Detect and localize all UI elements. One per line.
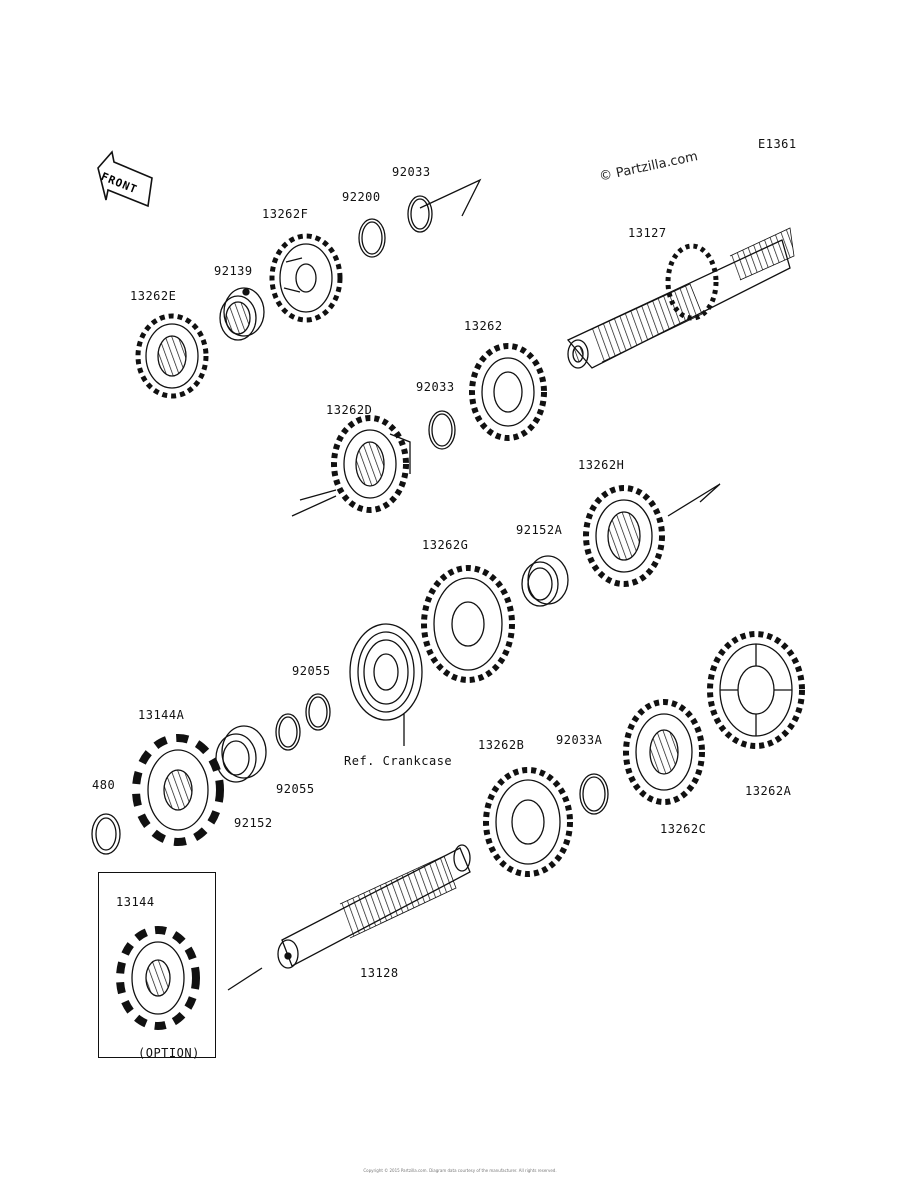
part-label-15[interactable]: 92055 <box>276 782 315 796</box>
part-label-16[interactable]: 480 <box>92 778 116 792</box>
gear-13262E-icon <box>135 313 209 399</box>
part-label-1[interactable]: 92200 <box>342 190 381 204</box>
part-label-17[interactable]: 92152 <box>234 816 273 830</box>
part-label-14[interactable]: Ref. Crankcase <box>344 754 453 768</box>
part-label-3[interactable]: 92139 <box>214 264 253 278</box>
part-label-7[interactable]: 92033 <box>416 380 455 394</box>
diagram-id: E1361 <box>758 137 797 151</box>
part-label-4[interactable]: 13262E <box>130 289 177 303</box>
part-label-2[interactable]: 13262F <box>262 207 309 221</box>
option-box <box>98 872 216 1058</box>
part-label-21[interactable]: 13262A <box>745 784 792 798</box>
part-label-20[interactable]: 13262C <box>660 822 707 836</box>
part-label-9[interactable]: 13262H <box>578 458 625 472</box>
part-label-18[interactable]: 13262B <box>478 738 525 752</box>
part-label-13[interactable]: 13144A <box>138 708 185 722</box>
part-label-19[interactable]: 92033A <box>556 733 603 747</box>
part-label-5[interactable]: 13127 <box>628 226 667 240</box>
part-label-22[interactable]: 13144 <box>116 895 155 909</box>
part-label-24[interactable]: 13128 <box>360 966 399 980</box>
part-label-6[interactable]: 13262 <box>464 319 503 333</box>
part-label-12[interactable]: 92055 <box>292 664 331 678</box>
footer-copyright: Copyright © 2015 Partzilla.com. Diagram … <box>363 1168 557 1173</box>
part-label-8[interactable]: 13262D <box>326 403 373 417</box>
part-label-11[interactable]: 13262G <box>422 538 469 552</box>
part-label-10[interactable]: 92152A <box>516 523 563 537</box>
part-label-0[interactable]: 92033 <box>392 165 431 179</box>
shaft-13128-icon <box>277 844 471 969</box>
part-label-23[interactable]: (OPTION) <box>138 1046 200 1060</box>
shaft-13127-icon <box>566 227 795 369</box>
